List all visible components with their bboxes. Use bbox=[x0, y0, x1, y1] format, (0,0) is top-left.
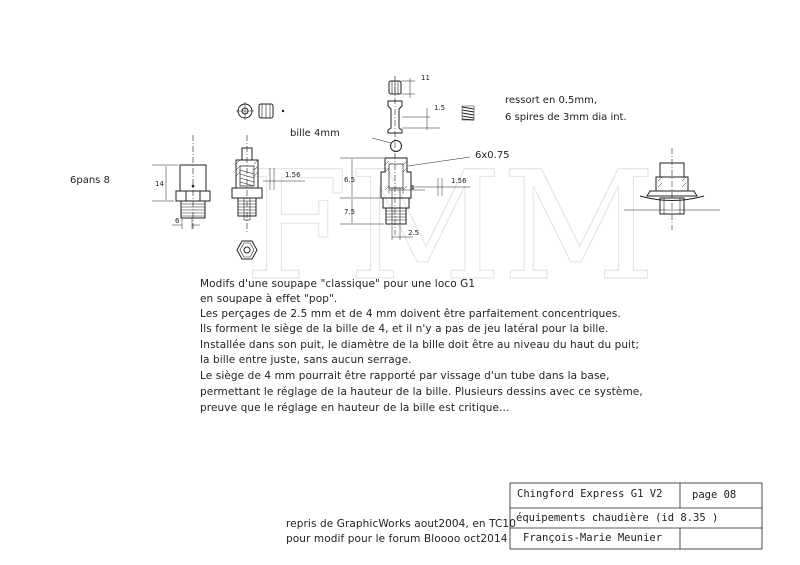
valve-top-detail bbox=[236, 102, 285, 120]
hex-nut-plan bbox=[236, 240, 258, 260]
dim-65: 6.5 bbox=[344, 176, 356, 184]
spring-label-line-1: ressort en 0.5mm, bbox=[505, 95, 598, 106]
title-block-title: Chingford Express G1 V2 bbox=[517, 488, 663, 500]
note-line: Installée dans son puit, le diamètre de … bbox=[200, 339, 640, 351]
thread-label: 6x0.75 bbox=[475, 150, 510, 161]
hex-label: 6pans 8 bbox=[70, 175, 110, 186]
dim-156-left: 1.56 bbox=[285, 171, 301, 179]
dim-6: 6 bbox=[175, 217, 180, 225]
spring-detail bbox=[461, 105, 475, 121]
dim-15: 1.5 bbox=[434, 104, 446, 112]
note-line: Le siège de 4 mm pourrait être rapporté … bbox=[200, 370, 610, 382]
title-block-page: page 08 bbox=[692, 489, 737, 501]
note-line: Les perçages de 2.5 mm et de 4 mm doiven… bbox=[200, 308, 621, 320]
watermark-text: FMM bbox=[244, 140, 655, 314]
note-line: Ils forment le siège de la bille de 4, e… bbox=[200, 323, 609, 335]
valve-elevation-left bbox=[152, 135, 211, 230]
valve-section-middle bbox=[231, 135, 305, 232]
dim-4: 4 bbox=[410, 184, 415, 192]
assembled-valve-right bbox=[624, 148, 720, 230]
footer-line-2: pour modif pour le forum Bloooo oct2014 bbox=[286, 533, 508, 545]
title-block-subject: équipements chaudière (id 8.35 ) bbox=[516, 512, 719, 524]
title-block-frame bbox=[509, 482, 763, 550]
spring-label-line-2: 6 spires de 3mm dia int. bbox=[505, 112, 627, 123]
dim-14: 14 bbox=[155, 180, 164, 188]
footer-line-1: repris de GraphicWorks aout2004, en TC10 bbox=[286, 518, 516, 530]
dim-75: 7.5 bbox=[344, 208, 356, 216]
note-line: la bille entre juste, sans aucun serrage… bbox=[200, 354, 412, 366]
note-line: en soupape à effet "pop". bbox=[200, 293, 338, 305]
ball-label: bille 4mm bbox=[290, 128, 340, 139]
dim-25: 2.5 bbox=[408, 229, 420, 237]
note-line: permettant le réglage de la hauteur de l… bbox=[200, 386, 643, 398]
dim-11: 11 bbox=[421, 74, 430, 82]
note-line: preuve que le réglage en hauteur de la b… bbox=[200, 402, 510, 414]
title-block-author: François-Marie Meunier bbox=[523, 532, 663, 544]
ball-seat-section bbox=[340, 76, 471, 240]
note-line: Modifs d'une soupape "classique" pour un… bbox=[200, 278, 476, 290]
dim-156-right: 1.56 bbox=[451, 177, 467, 185]
